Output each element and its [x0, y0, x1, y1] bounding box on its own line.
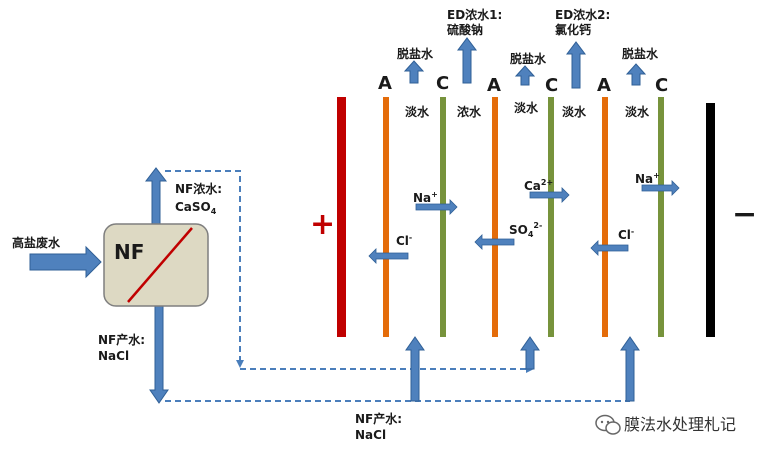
watermark-text: 膜法水处理札记 — [624, 415, 736, 434]
nf-concentrate-arrow — [144, 167, 168, 229]
anion-membrane-2 — [492, 97, 498, 337]
desalted-outlet-arrow-2 — [514, 65, 536, 86]
desalted-label-1: 脱盐水 — [397, 46, 434, 61]
permeate-inlet-arrow-2 — [520, 336, 540, 370]
chamber-dilute-4: 淡水 — [625, 104, 650, 119]
ion-label-ca: Ca2+ — [524, 178, 553, 193]
bottom-permeate-compound: NaCl — [355, 428, 386, 442]
desalted-outlet-arrow-3 — [625, 63, 647, 86]
nf-permeate-compound: NaCl — [98, 349, 129, 363]
desalted-label-3: 脱盐水 — [622, 46, 659, 61]
ion-label-na-1: Na+ — [413, 190, 438, 205]
ion-arrow-na-2 — [641, 180, 680, 196]
cation-membrane-3 — [658, 97, 664, 337]
feed-arrow — [29, 245, 102, 279]
cation-letter-2: C — [545, 75, 558, 96]
ion-arrow-ca — [529, 187, 570, 203]
permeate-inlet-arrow-1 — [405, 336, 425, 402]
ion-label-so4: SO42- — [509, 221, 542, 239]
anode-electrode — [337, 97, 346, 337]
chamber-dilute-1: 淡水 — [405, 104, 430, 119]
nf-box-label: NF — [114, 240, 144, 264]
nf-permeate-arrow — [149, 302, 169, 404]
ed-conc1-label: ED浓水1: — [447, 7, 502, 22]
nf-concentrate-label: NF浓水: — [175, 181, 222, 196]
ed-conc2-compound: 氯化钙 — [555, 22, 591, 37]
nf-box — [103, 223, 209, 307]
ion-label-cl-2: Cl- — [618, 227, 634, 242]
ion-label-na-2: Na+ — [635, 171, 660, 186]
anode-plus-sign: + — [310, 207, 335, 242]
chamber-dilute-2: 淡水 — [514, 100, 539, 115]
desalted-label-2: 脱盐水 — [510, 51, 547, 66]
chamber-dilute-3: 淡水 — [562, 104, 587, 119]
anion-letter-2: A — [487, 75, 501, 96]
desalted-outlet-arrow-1 — [403, 60, 425, 84]
feed-label: 高盐废水 — [12, 235, 61, 250]
ion-label-cl-1: Cl- — [396, 233, 412, 248]
ion-arrow-na-1 — [415, 199, 458, 215]
anion-letter-1: A — [378, 73, 392, 94]
chamber-conc-1: 浓水 — [457, 104, 482, 119]
ion-arrow-so4 — [474, 234, 515, 250]
nf-concentrate-dashed-line — [165, 170, 244, 368]
nf-concentrate-compound: CaSO4 — [175, 200, 217, 216]
ed-conc2-label: ED浓水2: — [555, 7, 610, 22]
ed-conc2-outlet-arrow — [566, 41, 586, 89]
cation-letter-3: C — [655, 75, 668, 96]
bottom-permeate-label: NF产水: — [355, 411, 402, 426]
cathode-minus-sign: − — [732, 197, 757, 232]
cation-letter-1: C — [436, 73, 449, 94]
cathode-electrode — [706, 103, 715, 337]
ion-arrow-cl-2 — [590, 240, 629, 256]
nf-permeate-label: NF产水: — [98, 332, 145, 347]
permeate-inlet-arrow-3 — [620, 336, 640, 402]
wechat-icon — [595, 414, 621, 435]
ed-conc1-compound: 硫酸钠 — [447, 22, 483, 37]
anion-letter-3: A — [597, 75, 611, 96]
ed-conc1-outlet-arrow — [457, 37, 477, 84]
cation-membrane-2 — [548, 97, 554, 337]
ion-arrow-cl-1 — [368, 248, 409, 264]
anion-membrane-1 — [383, 97, 389, 337]
nf-membrane-diagonal — [127, 227, 193, 303]
cation-membrane-1 — [440, 97, 446, 337]
anion-membrane-3 — [602, 97, 608, 337]
